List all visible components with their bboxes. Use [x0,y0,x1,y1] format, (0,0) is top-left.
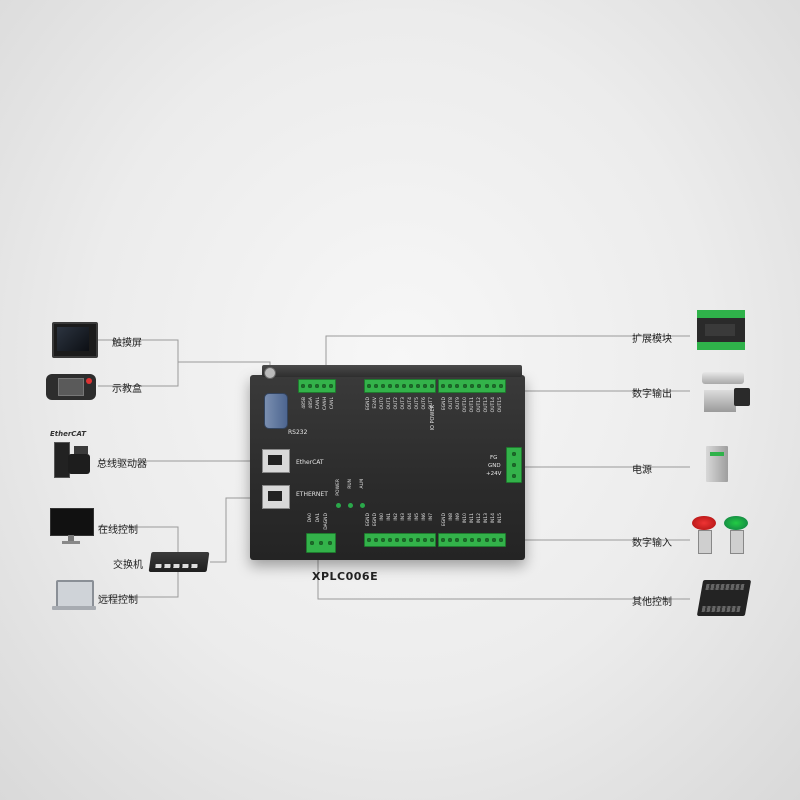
line-touchscreen [98,339,179,387]
plc-controller: RS232 EtherCAT ETHERNET 485B 485A CANL C… [250,365,525,560]
output-pin-labels-8-15: EGND OUT8 OUT9 OUT10 OUT11 OUT12 OUT13 O… [442,397,503,413]
input-terminal-8-15 [438,533,506,547]
ethercat-port-label: EtherCAT [296,459,324,466]
run-led-label: RUN [348,479,353,489]
ethercat-port [262,449,290,473]
v24-label: +24V [486,471,502,477]
can-485-terminal [298,379,336,393]
power-terminal [506,447,522,483]
output-terminal-8-15 [438,379,506,393]
power-supply-image [706,446,728,482]
touchscreen-label: 触摸屏 [112,338,142,349]
input-pin-labels-0-7: EGND EGND IN0 IN1 IN2 IN3 IN4 IN5 IN6 IN… [366,513,434,527]
ethernet-port-label: ETHERNET [296,491,328,498]
output-pin-labels-0-7: EGND E24V OUT0 OUT1 OUT2 OUT3 OUT4 OUT5 … [366,397,434,411]
other-controller-image [696,580,752,616]
analog-output-terminal [306,533,336,553]
expansion-label: 扩展模块 [632,334,672,345]
fg-label: FG [490,455,498,461]
plc-model-name: XPLC006E [312,570,379,583]
line-switch-to-plc [210,497,270,563]
gnd-label: GND [488,463,501,469]
servo-drive-image [54,442,96,478]
can-485-pin-labels: 485B 485A CANL CANH CANL [302,397,335,410]
push-buttons-image [692,514,754,560]
mount-screw [264,367,276,379]
switch-label: 交换机 [113,560,143,571]
ethercat-logo: EtherCAT [50,430,86,438]
digital-output-label: 数字输出 [632,389,672,400]
power-led [336,503,341,508]
rs232-label: RS232 [288,429,308,436]
power-label: 电源 [632,465,652,476]
ethernet-port [262,485,290,509]
da-pin-labels: DA0 DA1 DAGND [308,513,329,530]
bus-drive-label: 总线驱动器 [97,459,147,470]
output-terminal-0-7 [364,379,436,393]
teach-pendant-image [46,374,96,400]
other-control-label: 其他控制 [632,597,672,608]
online-control-label: 在线控制 [98,525,138,536]
alm-led [360,503,365,508]
monitor-image [50,508,94,544]
remote-control-label: 远程控制 [98,595,138,606]
solenoid-valve-image [700,372,752,420]
power-led-label: POWER [336,479,341,496]
input-terminal-0-7 [364,533,436,547]
plc-mount-plate [262,365,522,377]
run-led [348,503,353,508]
rs232-connector [264,393,288,429]
input-pin-labels-8-15: EGND IN8 IN9 IN10 IN11 IN12 IN13 IN14 IN… [442,513,503,527]
alm-led-label: ALM [360,479,365,489]
teach-pendant-label: 示教盒 [112,384,142,395]
digital-input-label: 数字输入 [632,538,672,549]
network-switch-image [148,552,210,572]
touchscreen-image [52,322,98,358]
expansion-module-image [697,310,745,350]
io-power-label: IO POWER [430,405,436,431]
laptop-image [52,580,96,614]
